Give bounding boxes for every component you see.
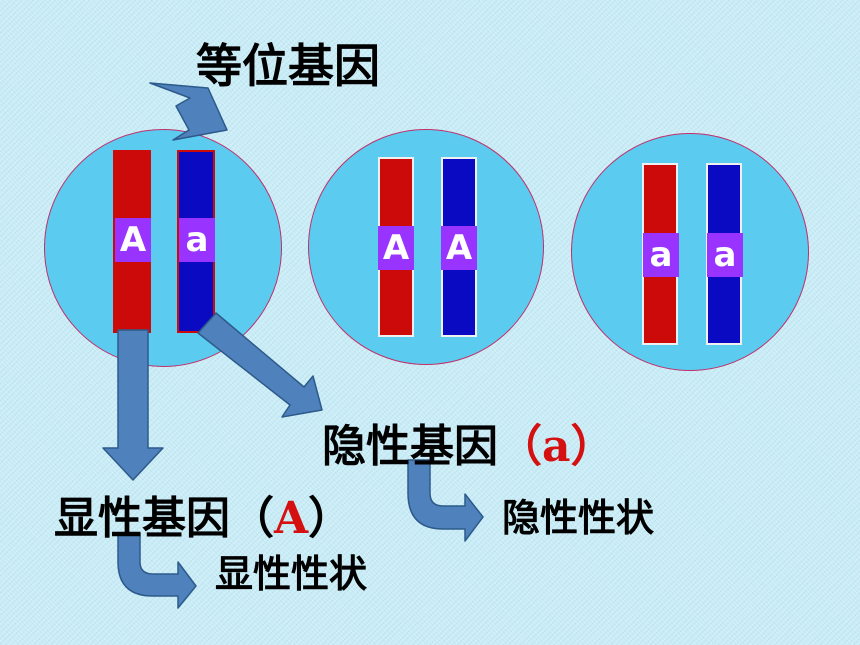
allele-label: a <box>179 218 215 262</box>
arrow-to-allele-icon <box>149 82 228 141</box>
dominant-gene-text: 显性基因 <box>54 493 230 544</box>
recessive-paren-open: （ <box>498 421 542 472</box>
recessive-paren-close: ） <box>570 421 615 472</box>
dominant-gene-label: 显性基因（A） <box>54 482 352 546</box>
recessive-trait-label: 隐性性状 <box>502 496 655 540</box>
recessive-gene-symbol: a <box>542 421 571 472</box>
allele-label: A <box>378 226 414 270</box>
allele-label: a <box>707 233 743 277</box>
dominant-paren-close: ） <box>308 493 353 544</box>
cell-homozygous-recessive <box>571 133 809 371</box>
allele-label: A <box>115 218 151 262</box>
curved-arrow-recessive-trait-icon <box>407 459 484 542</box>
curved-arrow-dominant-trait-icon <box>117 532 197 609</box>
recessive-gene-label: 隐性基因（a） <box>322 410 615 474</box>
allele-label: a <box>643 233 679 277</box>
allele-label: A <box>441 226 477 270</box>
arrow-to-dominant-gene-icon <box>102 329 164 481</box>
dominant-gene-symbol: A <box>274 493 309 544</box>
title-allele: 等位基因 <box>196 39 380 93</box>
dominant-trait-label: 显性性状 <box>215 552 368 596</box>
cell-heterozygous <box>44 129 282 367</box>
dominant-paren-open: （ <box>230 493 274 544</box>
recessive-gene-text: 隐性基因 <box>322 421 498 472</box>
arrow-to-recessive-gene-icon <box>197 312 323 418</box>
cell-homozygous-dominant <box>308 129 544 365</box>
